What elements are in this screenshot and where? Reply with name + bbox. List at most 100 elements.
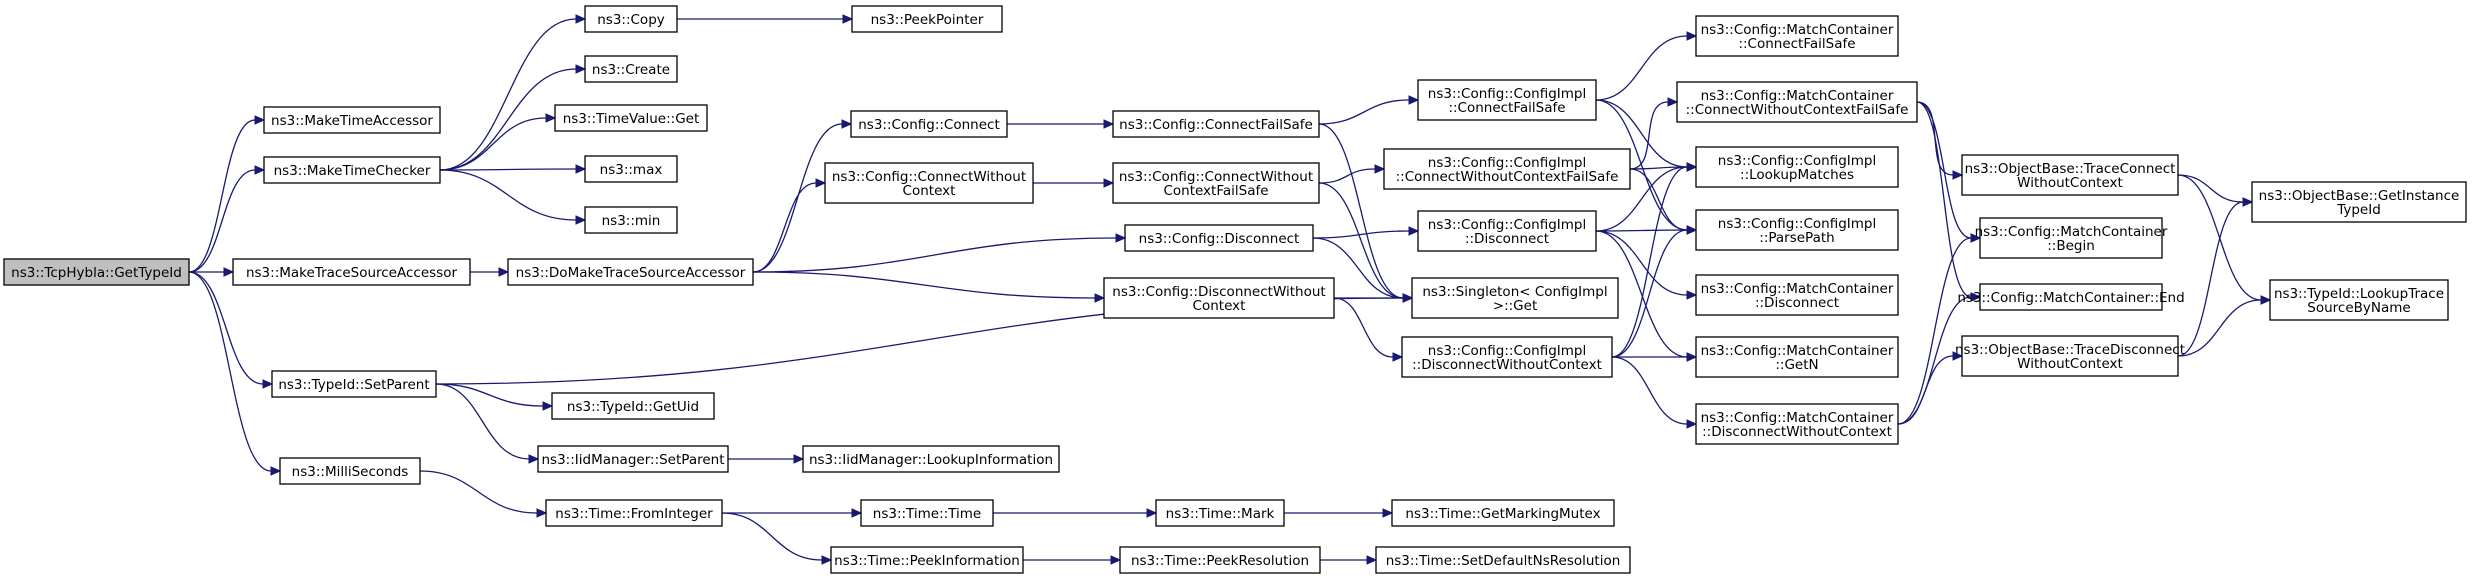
function-node[interactable]: ns3::Time::SetDefaultNsResolution: [1375, 546, 1631, 574]
call-edges: [188, 14, 2272, 565]
edge-arrowhead: [1952, 170, 1964, 180]
node-label: ns3::PeekPointer: [871, 12, 984, 28]
function-node[interactable]: ns3::Config::ConfigImpl::LookupMatches: [1695, 146, 1899, 188]
edge-n20-to-n24: [1595, 31, 1698, 101]
node-label: Context: [1193, 298, 1246, 314]
edge-n0-to-n2: [188, 165, 266, 273]
function-node[interactable]: ns3::Config::Disconnect: [1124, 224, 1314, 252]
node-box: [507, 258, 754, 286]
function-node[interactable]: ns3::Config::Connect: [850, 110, 1008, 138]
function-node[interactable]: ns3::Config::ConfigImpl::ParsePath: [1695, 209, 1899, 251]
edge-line: [1312, 230, 1410, 239]
node-label: ns3::ObjectBase::TraceDisconnect: [1955, 342, 2185, 358]
node-label: Context: [903, 183, 956, 199]
edge-line: [188, 119, 256, 273]
node-box: [263, 156, 441, 184]
edge-n12-to-n16: [752, 271, 1106, 303]
edge-line: [1629, 168, 1688, 231]
function-node[interactable]: ns3::IidManager::LookupInformation: [802, 445, 1060, 473]
edge-line: [188, 169, 256, 273]
edge-line: [1897, 237, 1972, 425]
node-box: [2251, 181, 2467, 223]
function-node[interactable]: ns3::Config::ConfigImpl::DisconnectWitho…: [1401, 336, 1613, 378]
function-node[interactable]: ns3::Config::ConnectFailSafe: [1112, 110, 1320, 138]
edge-arrowhead: [1686, 290, 1698, 300]
function-node[interactable]: ns3::TimeValue::Get: [554, 104, 708, 132]
function-node[interactable]: ns3::Singleton< ConfigImpl >::Get: [1411, 277, 1619, 319]
function-node[interactable]: ns3::Time::Time: [860, 499, 994, 527]
function-node[interactable]: ns3::Copy: [584, 5, 678, 33]
node-label: ::ConnectWithoutContextFailSafe: [1396, 169, 1619, 185]
node-box: [1401, 336, 1613, 378]
node-label: ns3::Create: [592, 62, 670, 78]
node-box: [1417, 210, 1597, 252]
edge-n2-to-n11: [439, 169, 587, 225]
edge-line: [1595, 35, 1688, 101]
edge-line: [1595, 166, 1688, 232]
edge-n0-to-n3: [189, 267, 235, 277]
edge-line: [1595, 229, 1688, 232]
node-label: ns3::Config::ConnectWithout: [832, 169, 1026, 185]
function-node[interactable]: ns3::MakeTimeChecker: [263, 156, 441, 184]
node-label: ns3::DoMakeTraceSourceAccessor: [516, 265, 746, 281]
function-node[interactable]: ns3::Time::Mark: [1155, 499, 1285, 527]
edge-arrowhead: [575, 64, 587, 74]
node-label: WithoutContext: [2017, 356, 2123, 372]
function-node[interactable]: ns3::Config::ConfigImpl::ConnectFailSafe: [1417, 79, 1597, 121]
node-label: ns3::MakeTimeChecker: [274, 163, 431, 179]
edge-n45-to-n46: [1320, 555, 1378, 565]
edge-arrowhead: [815, 178, 827, 188]
function-node[interactable]: ns3::TypeId::SetParent: [271, 370, 437, 398]
edge-line: [2177, 201, 2244, 357]
node-label: ::ConnectFailSafe: [1738, 36, 1855, 52]
node-label: ns3::Config::MatchContainer::End: [1957, 290, 2184, 306]
edge-n41-to-n43: [993, 508, 1158, 518]
function-node[interactable]: ns3::Time::GetMarkingMutex: [1391, 499, 1615, 527]
function-node[interactable]: ns3::Config::MatchContainer::Disconnect: [1695, 274, 1899, 316]
function-node[interactable]: ns3::ObjectBase::TraceDisconnectWithoutC…: [1955, 335, 2185, 377]
edge-arrowhead: [1667, 97, 1679, 107]
function-node[interactable]: ns3::Config::MatchContainer::ConnectFail…: [1695, 15, 1899, 57]
function-node[interactable]: ns3::Time::FromInteger: [545, 499, 723, 527]
edge-line: [752, 123, 843, 273]
node-box: [1676, 81, 1918, 123]
function-node[interactable]: ns3::TypeId::GetUid: [551, 392, 715, 420]
node-label: ns3::TypeId::SetParent: [278, 377, 429, 393]
function-node[interactable]: ns3::Config::MatchContainer::GetN: [1695, 336, 1899, 378]
function-node[interactable]: ns3::min: [584, 206, 678, 234]
function-node[interactable]: ns3::Create: [584, 55, 678, 83]
function-node[interactable]: ns3::Config::MatchContainer::DisconnectW…: [1695, 403, 1899, 445]
function-node[interactable]: ns3::PeekPointer: [851, 5, 1003, 33]
node-box: [3, 258, 190, 286]
function-node[interactable]: ns3::Config::ConnectWithoutContextFailSa…: [1112, 162, 1320, 204]
node-label: ns3::Config::ConfigImpl: [1718, 153, 1876, 169]
function-node[interactable]: ns3::IidManager::SetParent: [537, 445, 729, 473]
function-node[interactable]: ns3::Config::DisconnectWithoutContext: [1103, 277, 1335, 319]
edge-line: [1318, 182, 1404, 299]
function-node[interactable]: ns3::Time::PeekInformation: [830, 546, 1024, 574]
edge-n13-to-n17: [1007, 119, 1115, 129]
edge-arrowhead: [1382, 508, 1394, 518]
edge-arrowhead: [1686, 352, 1698, 362]
function-node[interactable]: ns3::MakeTimeAccessor: [263, 106, 441, 134]
function-node[interactable]: ns3::ObjectBase::TraceConnectWithoutCont…: [1961, 154, 2179, 196]
function-node[interactable]: ns3::MilliSeconds: [279, 457, 421, 485]
node-box: [830, 546, 1024, 574]
function-node[interactable]: ns3::Config::ConnectWithoutContext: [824, 162, 1034, 204]
function-node[interactable]: ns3::DoMakeTraceSourceAccessor: [507, 258, 754, 286]
function-node[interactable]: ns3::max: [584, 155, 678, 183]
function-node[interactable]: ns3::Config::MatchContainer::End: [1957, 283, 2185, 311]
edge-n18-to-n21: [1318, 164, 1386, 184]
node-box: [1961, 335, 2179, 377]
function-node[interactable]: ns3::Config::MatchContainer::Begin: [1975, 217, 2168, 259]
root-function-node[interactable]: ns3::TcpHybla::GetTypeId: [3, 258, 190, 286]
function-node[interactable]: ns3::Config::ConfigImpl::Disconnect: [1417, 210, 1597, 252]
function-node[interactable]: ns3::MakeTraceSourceAccessor: [232, 258, 471, 286]
edge-n12-to-n14: [752, 178, 827, 273]
function-node[interactable]: ns3::Time::PeekResolution: [1119, 546, 1321, 574]
node-box: [1417, 79, 1597, 121]
function-node[interactable]: ns3::Config::ConfigImpl::ConnectWithoutC…: [1383, 148, 1631, 190]
function-node[interactable]: ns3::Config::MatchContainer::ConnectWith…: [1676, 81, 1918, 123]
